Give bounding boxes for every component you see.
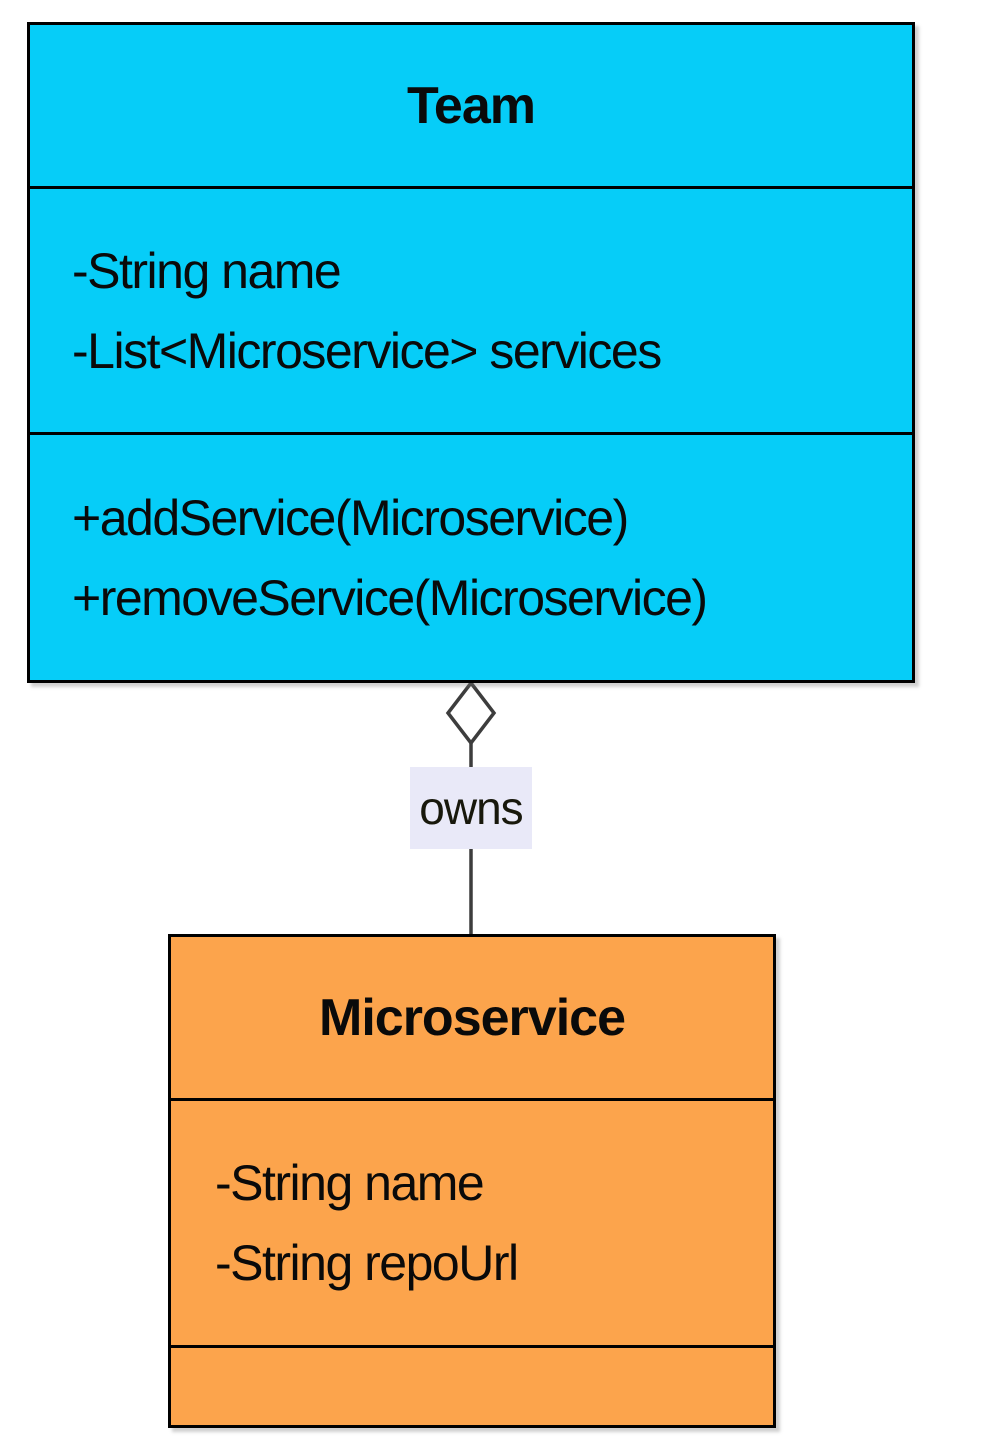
relationship-label: owns — [410, 767, 532, 849]
team-methods-compartment: +addService(Microservice) +removeService… — [30, 432, 912, 680]
aggregation-diamond-icon — [445, 680, 497, 746]
attribute-row: -String name — [72, 242, 342, 299]
attribute-row: -String repoUrl — [215, 1235, 519, 1291]
class-box-microservice: Microservice -String name -String repoUr… — [168, 934, 776, 1428]
method-row: +addService(Microservice) — [72, 489, 629, 546]
microservice-methods-compartment-empty — [171, 1345, 773, 1425]
class-box-team: Team -String name -List<Microservice> se… — [27, 22, 915, 683]
attribute-row: -String name — [215, 1155, 485, 1211]
method-row: +removeService(Microservice) — [72, 569, 708, 626]
class-name-team: Team — [407, 76, 536, 135]
team-attributes-compartment: -String name -List<Microservice> service… — [30, 186, 912, 432]
class-name-microservice: Microservice — [319, 988, 626, 1047]
microservice-name-compartment: Microservice — [171, 937, 773, 1098]
microservice-attributes-compartment: -String name -String repoUrl — [171, 1098, 773, 1345]
team-name-compartment: Team — [30, 25, 912, 186]
relationship-label-text: owns — [419, 782, 523, 834]
attribute-row: -List<Microservice> services — [72, 322, 662, 379]
